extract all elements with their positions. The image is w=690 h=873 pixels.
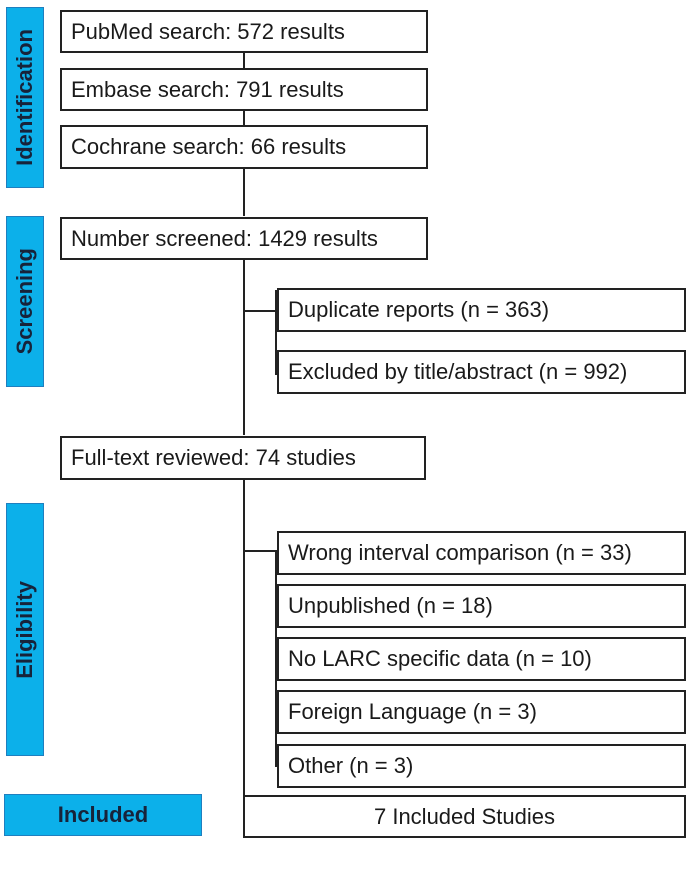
box-cochrane-search: Cochrane search: 66 results (60, 125, 428, 169)
box-wrong-interval-text: Wrong interval comparison (n = 33) (288, 540, 632, 565)
box-duplicate-reports-text: Duplicate reports (n = 363) (288, 297, 550, 322)
box-embase-search: Embase search: 791 results (60, 68, 428, 111)
stage-identification: Identification (6, 7, 44, 188)
connector-screening-branch (275, 290, 277, 375)
stage-included-label: Included (57, 802, 149, 827)
box-foreign-language: Foreign Language (n = 3) (277, 690, 686, 734)
box-number-screened-text: Number screened: 1429 results (71, 225, 378, 251)
connector-main-trunk (243, 259, 245, 435)
stage-identification-label: Identification (12, 29, 37, 166)
stage-screening-label: Screening (12, 248, 37, 355)
box-pubmed-search-text: PubMed search: 572 results (71, 18, 345, 44)
connector-fulltext-trunk (243, 480, 245, 838)
box-included-studies: 7 Included Studies (243, 795, 686, 838)
box-embase-search-text: Embase search: 791 results (71, 76, 344, 102)
connector-wrong-interval (243, 550, 277, 552)
box-excluded-title-abstract-text: Excluded by title/abstract (n = 992) (288, 359, 628, 384)
box-other-text: Other (n = 3) (288, 753, 414, 778)
box-pubmed-search: PubMed search: 572 results (60, 10, 428, 53)
stage-included: Included (4, 794, 202, 836)
box-unpublished: Unpublished (n = 18) (277, 584, 686, 628)
box-number-screened: Number screened: 1429 results (60, 217, 428, 260)
box-cochrane-search-text: Cochrane search: 66 results (71, 134, 347, 159)
box-other: Other (n = 3) (277, 744, 686, 788)
box-foreign-language-text: Foreign Language (n = 3) (288, 699, 537, 724)
box-no-larc-data-text: No LARC specific data (n = 10) (288, 646, 592, 671)
box-unpublished-text: Unpublished (n = 18) (288, 593, 493, 618)
box-no-larc-data: No LARC specific data (n = 10) (277, 637, 686, 681)
connector-duplicates (243, 310, 277, 312)
stage-eligibility-label: Eligibility (12, 580, 37, 679)
box-excluded-title-abstract: Excluded by title/abstract (n = 992) (277, 350, 686, 394)
box-wrong-interval: Wrong interval comparison (n = 33) (277, 531, 686, 575)
box-included-studies-text: 7 Included Studies (373, 803, 556, 829)
box-full-text-reviewed: Full-text reviewed: 74 studies (60, 436, 426, 480)
box-duplicate-reports: Duplicate reports (n = 363) (277, 288, 686, 332)
box-full-text-reviewed-text: Full-text reviewed: 74 studies (71, 445, 356, 470)
stage-screening: Screening (6, 216, 44, 387)
stage-eligibility: Eligibility (6, 503, 44, 756)
